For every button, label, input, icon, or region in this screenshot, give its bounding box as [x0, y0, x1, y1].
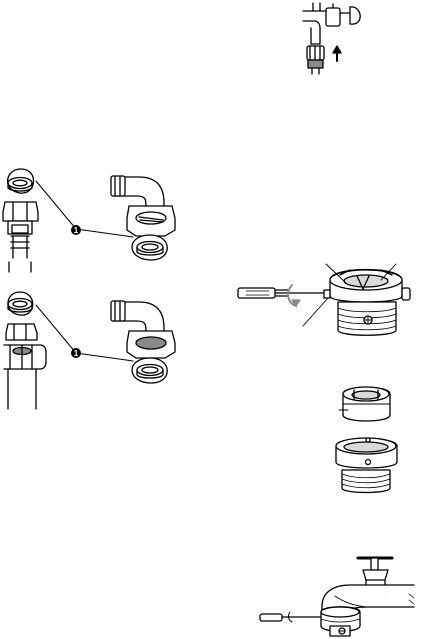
screwdriver-bottom	[260, 612, 320, 622]
washer-callout-left	[8, 169, 34, 193]
callout-number: 1	[74, 349, 79, 358]
washer-callout-left-lower	[8, 292, 33, 315]
faucet-top	[303, 3, 360, 44]
valve-body-left	[4, 324, 46, 409]
arrow-up-icon	[333, 46, 341, 61]
washer-callout-right-lower	[132, 358, 167, 383]
hose-coupling-left	[3, 202, 38, 272]
screwdriver	[238, 288, 330, 298]
adapter-screwdriver-figure	[238, 264, 410, 335]
callout-number: 1	[74, 226, 79, 235]
elbow-fitting-left	[111, 176, 175, 236]
faucet-top-figure	[303, 3, 360, 74]
outlet-fitting-figure: 1	[4, 292, 175, 409]
elbow-fitting-lower	[111, 301, 175, 358]
adapter-parts-figure	[336, 387, 397, 493]
adapter-on-faucet	[321, 607, 360, 636]
faucet-bottom-figure	[260, 558, 414, 636]
adapter-body	[324, 270, 410, 336]
inlet-hose-fitting-figure: 1	[3, 169, 175, 272]
outer-adapter-part	[336, 438, 397, 493]
inner-ring-part	[339, 387, 390, 421]
washer-callout-right	[132, 235, 167, 260]
hose-connector-top	[307, 46, 324, 74]
rotate-down-arrow-icon	[288, 285, 300, 306]
